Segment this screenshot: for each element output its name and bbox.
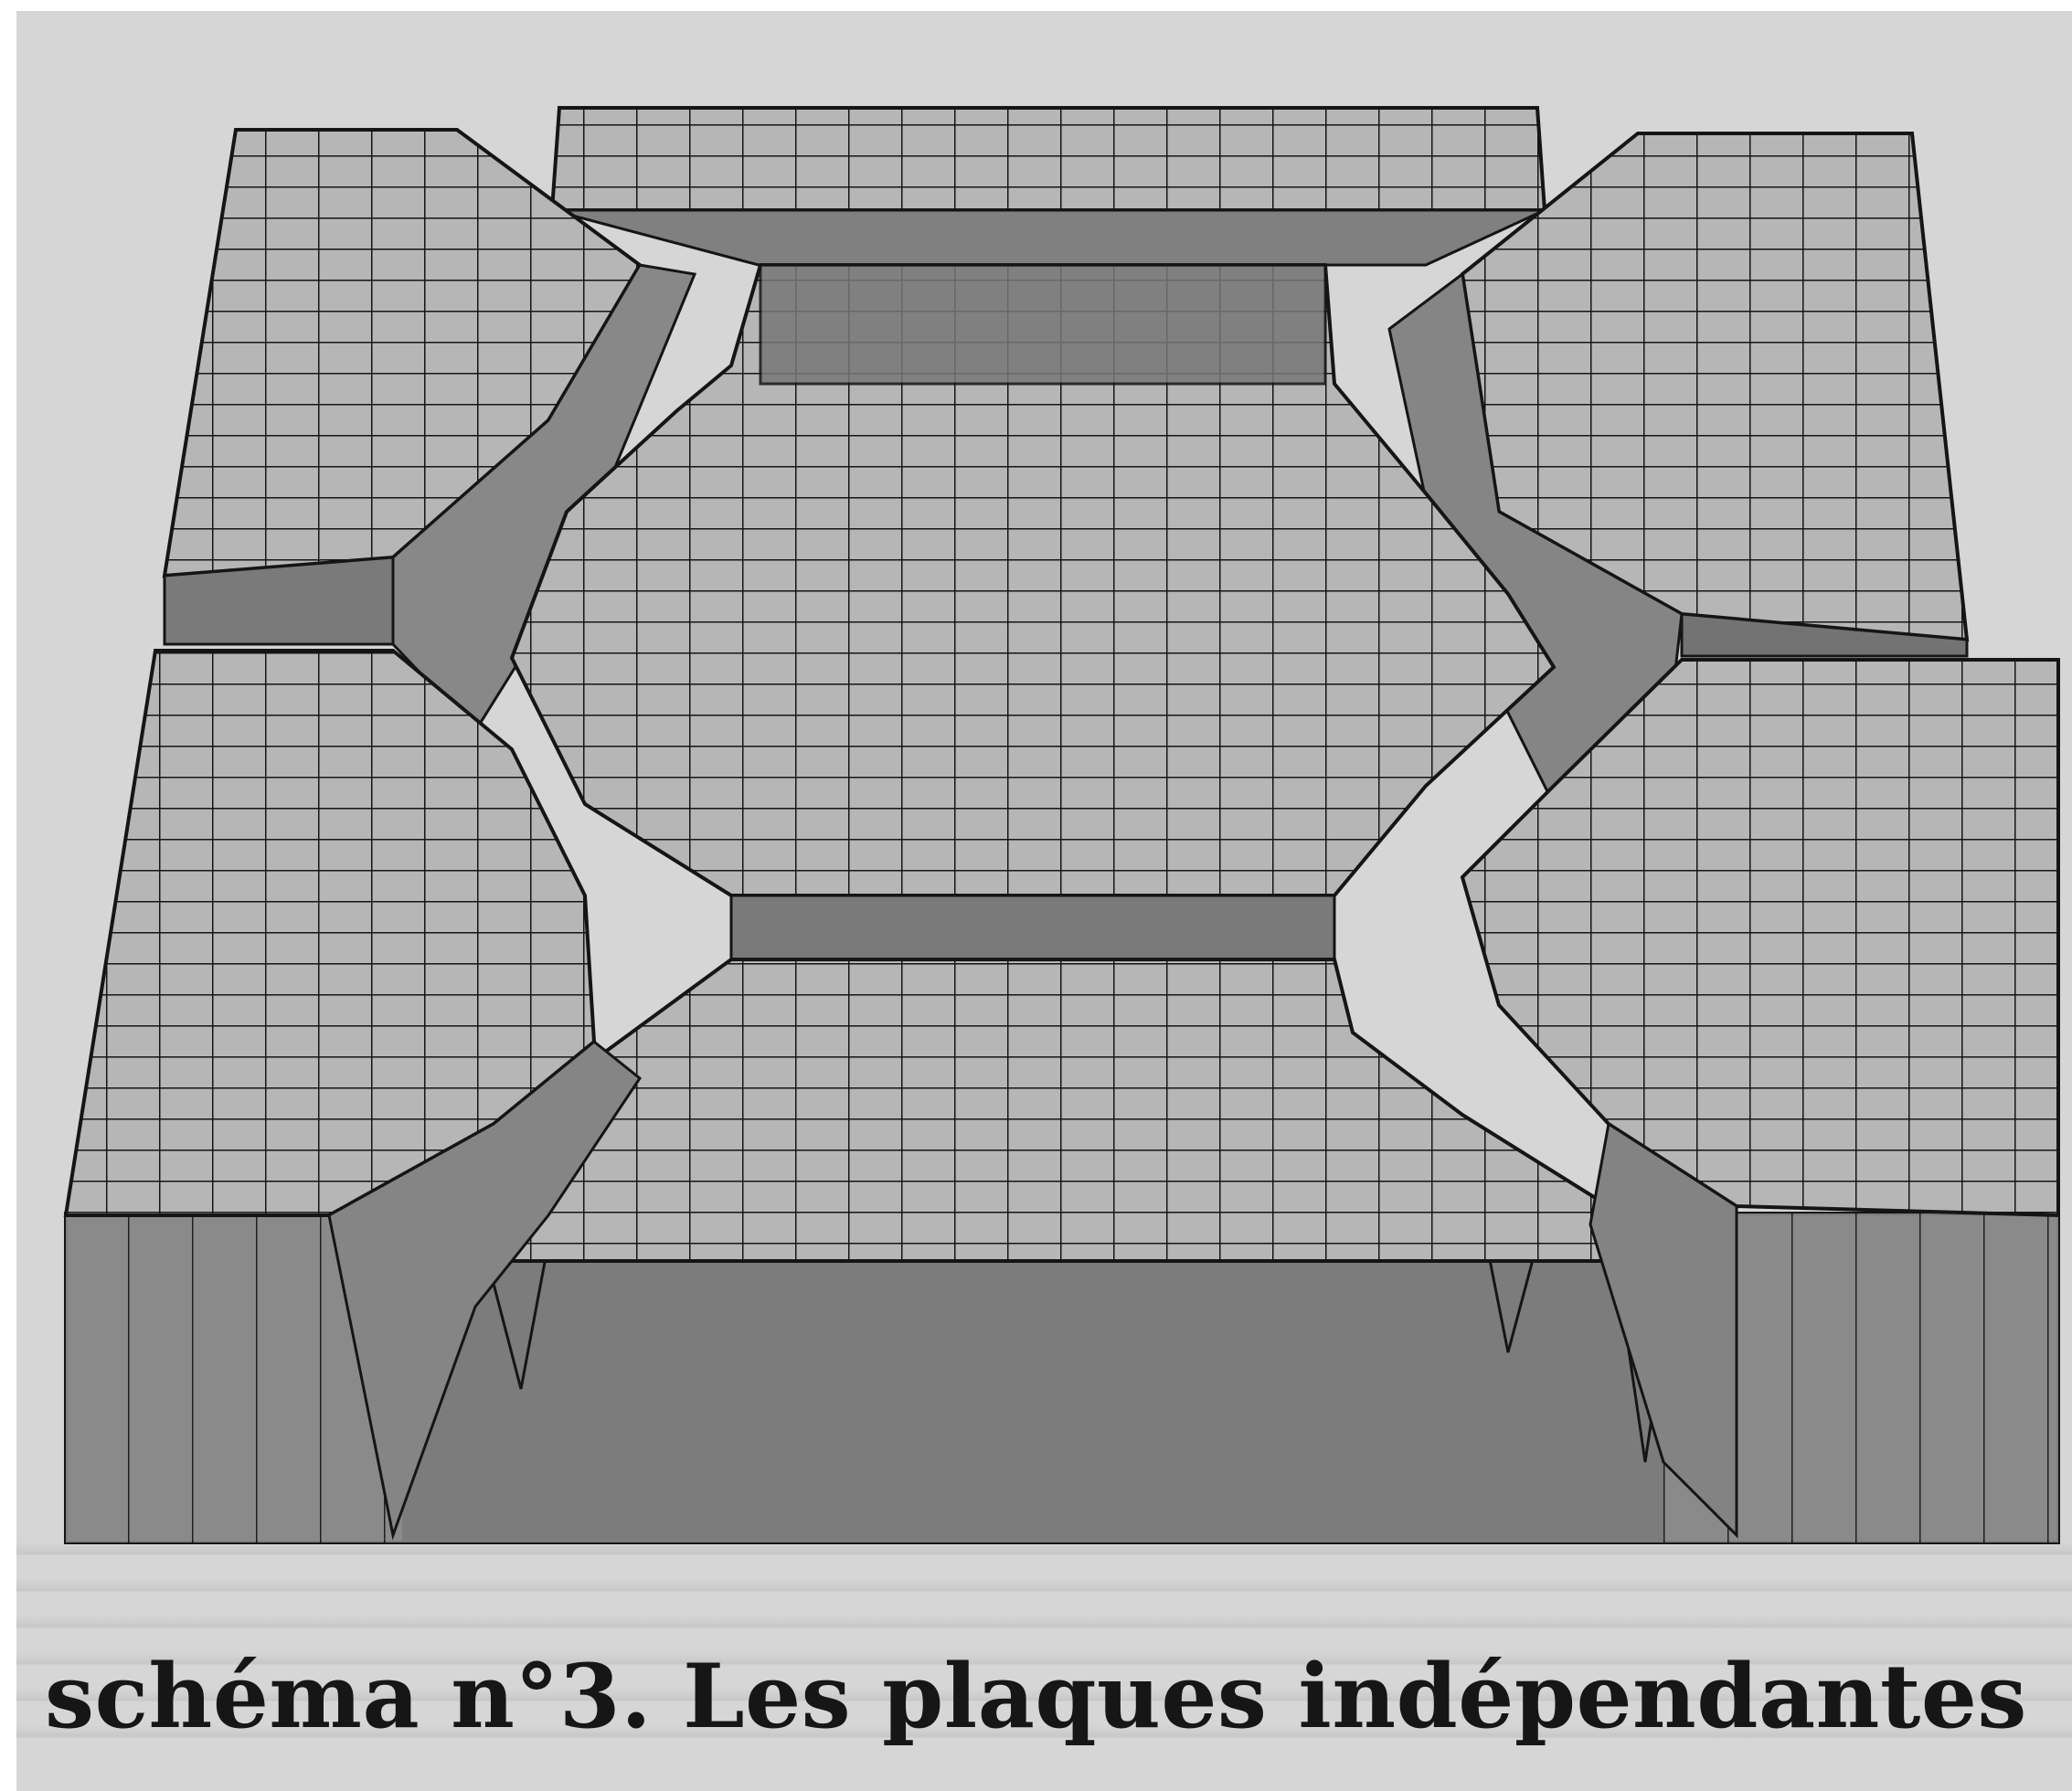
front-left-plate: [63, 649, 643, 1541]
front-center-plate: [451, 958, 1610, 1263]
front-right-plate: [1460, 658, 2060, 1539]
bleed-through-text: [16, 1524, 2072, 1762]
figure-caption: schéma n°3. Les plaques indépendantes: [45, 1645, 2027, 1748]
center-plate: [509, 263, 1557, 961]
back-center-plate: [549, 106, 1547, 267]
back-left-plate: [162, 128, 697, 734]
back-right-plate: [1387, 132, 1970, 807]
plates-diagram: [63, 106, 2060, 1544]
